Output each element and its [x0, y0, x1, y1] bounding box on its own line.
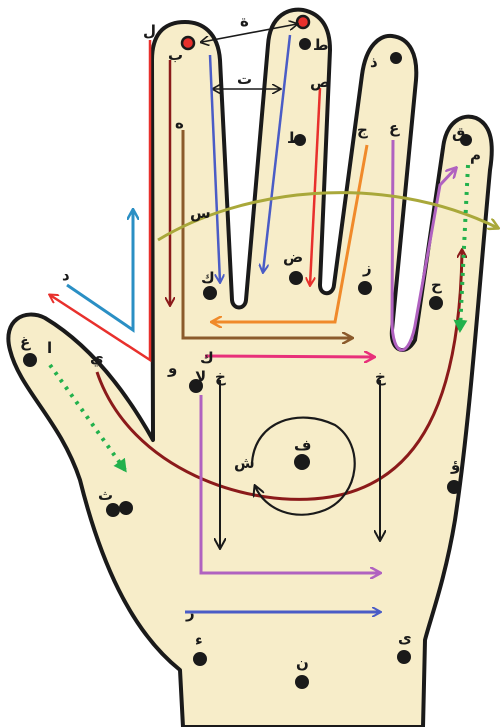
label-mim: م	[470, 146, 481, 164]
label-kaf-small: ك	[201, 269, 215, 287]
label-sad: ص	[310, 73, 330, 91]
label-ghain: غ	[20, 333, 31, 351]
label-ta-top: ط	[313, 36, 329, 54]
arrow-kaf	[205, 356, 374, 357]
label-ain: ع	[389, 119, 400, 137]
label-dhal: ذ	[370, 53, 378, 71]
label-ha: ه	[175, 114, 184, 132]
label-alif: ا	[47, 339, 52, 357]
label-hamza: ء	[195, 631, 203, 649]
label-ta: ت	[237, 70, 252, 88]
label-kha-right: خ	[375, 368, 386, 386]
label-ya-right: ى	[398, 629, 412, 647]
label-dad: ض	[283, 248, 303, 266]
label-shin: ش	[234, 454, 255, 472]
label-fa: ف	[294, 436, 311, 454]
label-jim: ج	[357, 121, 368, 139]
label-sin: س	[190, 204, 211, 222]
label-ta-marbuta: ة	[240, 12, 249, 30]
label-wa-right: ؤ	[450, 456, 460, 474]
label-za: ظ	[287, 129, 303, 147]
label-tha: ث	[98, 486, 113, 504]
label-kha-left: خ	[215, 368, 226, 386]
label-ra: ر	[185, 604, 195, 622]
fingertip-dot-right	[297, 16, 309, 28]
label-zay: ز	[362, 259, 372, 277]
label-ha-right: ح	[431, 276, 442, 294]
hand-outline	[8, 10, 491, 727]
label-qaf: ق	[452, 124, 465, 142]
label-lamalif: لا	[195, 368, 206, 386]
label-ya: ي	[90, 349, 104, 368]
label-nun: ن	[296, 654, 309, 672]
label-ba: ب	[168, 46, 183, 64]
label-kaf: ك	[200, 349, 214, 367]
arrow-lam	[50, 40, 150, 360]
label-dal: د	[62, 266, 70, 284]
label-waw: و	[167, 359, 177, 377]
label-lam: ل	[143, 22, 156, 40]
fingertip-dot-left	[182, 37, 194, 49]
